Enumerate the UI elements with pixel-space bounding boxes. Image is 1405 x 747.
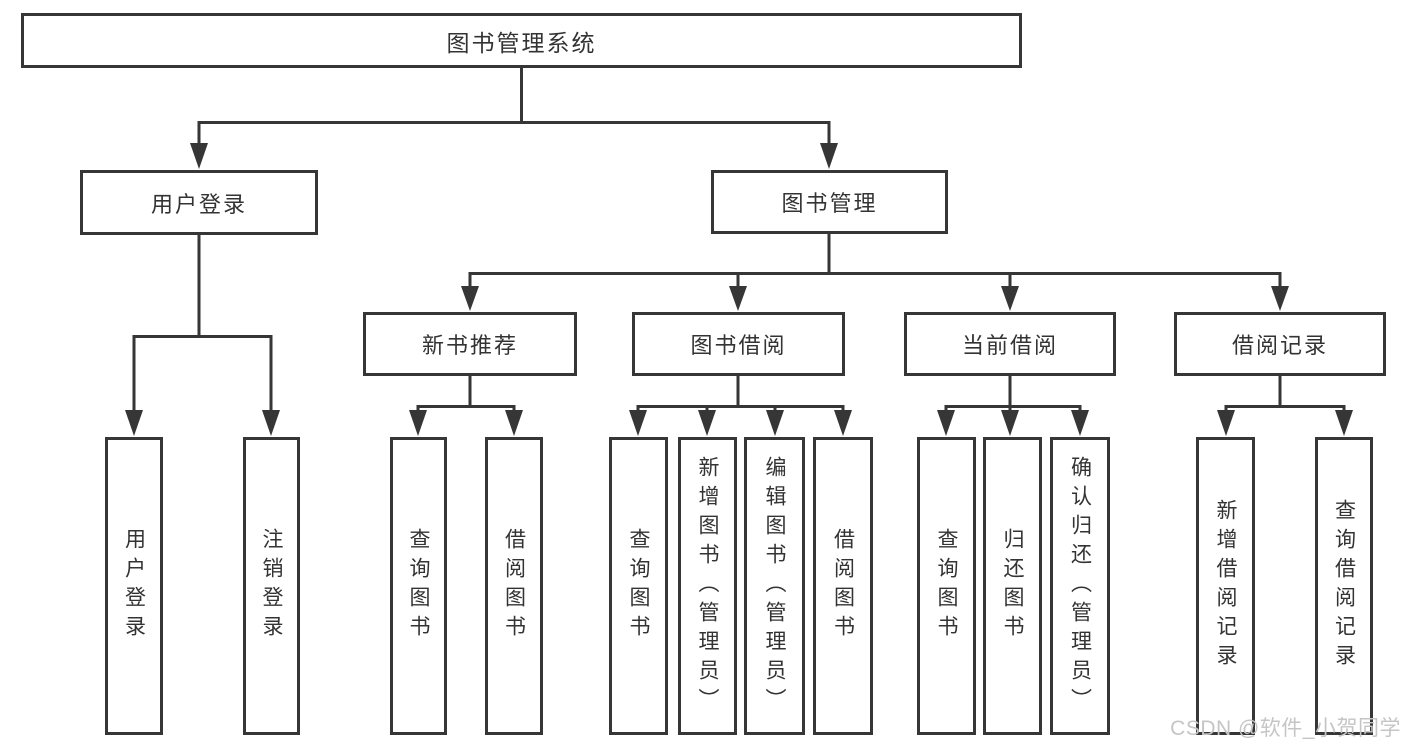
leaf-br-add-record-label: 新增借阅记录 bbox=[1214, 499, 1238, 673]
leaf-br-query-record: 查询借阅记录 bbox=[1315, 437, 1373, 735]
leaf-bb-edit-books-admin-label: 编辑图书（管理员） bbox=[763, 455, 787, 717]
node-root-library-system: 图书管理系统 bbox=[21, 13, 1022, 68]
leaf-cb-query-books: 查询图书 bbox=[917, 437, 976, 735]
node-borrowing-records: 借阅记录 bbox=[1174, 312, 1386, 376]
leaf-cb-query-books-label: 查询图书 bbox=[935, 528, 959, 644]
node-book-borrowing: 图书借阅 bbox=[632, 312, 845, 376]
node-book-management: 图书管理 bbox=[711, 170, 948, 234]
leaf-nbr-query-books: 查询图书 bbox=[390, 437, 447, 735]
leaf-nbr-borrow-books: 借阅图书 bbox=[485, 437, 543, 735]
node-current-borrowing: 当前借阅 bbox=[904, 312, 1116, 376]
leaf-bb-query-books-label: 查询图书 bbox=[627, 528, 651, 644]
leaf-logout: 注销登录 bbox=[243, 437, 300, 735]
node-user-login: 用户登录 bbox=[80, 170, 318, 235]
node-new-book-recommendation: 新书推荐 bbox=[363, 312, 577, 376]
leaf-bb-borrow-books: 借阅图书 bbox=[813, 437, 873, 735]
leaf-user-login-label: 用户登录 bbox=[122, 528, 146, 644]
leaf-bb-borrow-books-label: 借阅图书 bbox=[831, 528, 855, 644]
leaf-user-login: 用户登录 bbox=[105, 437, 163, 735]
leaf-bb-edit-books-admin: 编辑图书（管理员） bbox=[744, 437, 805, 735]
leaf-br-query-record-label: 查询借阅记录 bbox=[1332, 499, 1356, 673]
leaf-cb-confirm-return-admin-label: 确认归还（管理员） bbox=[1068, 455, 1092, 717]
leaf-bb-query-books: 查询图书 bbox=[609, 437, 668, 735]
leaf-br-add-record: 新增借阅记录 bbox=[1196, 437, 1255, 735]
leaf-logout-label: 注销登录 bbox=[260, 528, 284, 644]
leaf-bb-add-books-admin-label: 新增图书（管理员） bbox=[696, 455, 720, 717]
leaf-nbr-borrow-books-label: 借阅图书 bbox=[502, 528, 526, 644]
leaf-nbr-query-books-label: 查询图书 bbox=[407, 528, 431, 644]
leaf-cb-return-books: 归还图书 bbox=[983, 437, 1042, 735]
leaf-cb-confirm-return-admin: 确认归还（管理员） bbox=[1050, 437, 1110, 735]
leaf-cb-return-books-label: 归还图书 bbox=[1001, 528, 1025, 644]
csdn-watermark: CSDN @软件_小贺同学 bbox=[1170, 717, 1401, 740]
leaf-bb-add-books-admin: 新增图书（管理员） bbox=[678, 437, 737, 735]
